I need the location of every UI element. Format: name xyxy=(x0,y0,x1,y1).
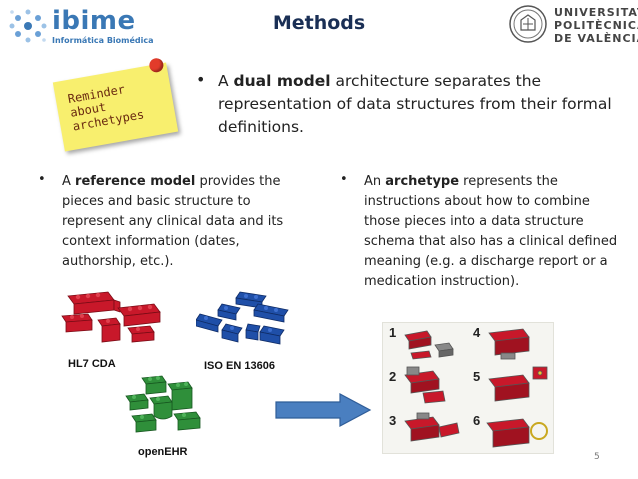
dual-model-text: A dual model architecture separates the … xyxy=(218,70,618,139)
bullet-icon: • xyxy=(340,172,348,187)
logo-name: ibime xyxy=(52,6,136,36)
text-pre: A xyxy=(218,72,234,90)
archetype-text: An archetype represents the instructions… xyxy=(364,172,619,292)
step-number: 2 xyxy=(389,369,397,384)
sticky-note-text: Reminder about archetypes xyxy=(67,80,145,133)
slide-number: 5 xyxy=(594,452,600,462)
iso-en-13606-label: ISO EN 13606 xyxy=(204,360,275,372)
step-number: 6 xyxy=(473,413,481,428)
ibime-dots-icon xyxy=(9,9,47,43)
right-arrow-icon xyxy=(275,393,372,427)
hl7-cda-label: HL7 CDA xyxy=(68,358,116,370)
logo-subtitle: Informática Biomédica xyxy=(52,36,154,45)
green-lego-pieces-image xyxy=(125,375,201,433)
university-line-1: UNIVERSITAT xyxy=(554,6,638,19)
text-post: represents the instructions about how to… xyxy=(364,174,618,289)
instruction-steps-drawing xyxy=(404,328,548,448)
text-bold: archetype xyxy=(385,174,460,189)
bullet-icon: • xyxy=(196,70,206,89)
text-bold: dual model xyxy=(233,72,331,90)
university-line-3: DE VALÈNCIA xyxy=(554,32,638,45)
bullet-icon: • xyxy=(38,172,46,187)
text-post: provides the pieces and basic structure … xyxy=(62,174,284,269)
blue-lego-pieces-image xyxy=(196,291,289,345)
pushpin-icon xyxy=(148,57,165,74)
reference-model-text: A reference model provides the pieces an… xyxy=(62,172,312,272)
step-number: 3 xyxy=(389,413,397,428)
text-pre: An xyxy=(364,174,386,189)
upv-logo: UNIVERSITAT POLITÈCNICA DE VALÈNCIA xyxy=(508,4,638,46)
lego-instructions-image: 1 2 3 4 5 6 xyxy=(382,322,554,454)
university-line-2: POLITÈCNICA xyxy=(554,19,638,32)
step-number: 5 xyxy=(473,369,481,384)
step-number: 4 xyxy=(473,325,481,340)
ibime-logo: ibime Informática Biomédica xyxy=(8,6,158,48)
red-lego-pieces-image xyxy=(61,291,161,343)
university-seal-icon xyxy=(509,5,547,43)
text-post: architecture separates the representatio… xyxy=(218,72,612,136)
text-pre: A xyxy=(62,174,76,189)
step-number: 1 xyxy=(389,325,397,340)
openehr-label: openEHR xyxy=(138,446,188,458)
reminder-sticky-note: Reminder about archetypes xyxy=(52,57,179,152)
text-bold: reference model xyxy=(75,174,196,189)
page-title: Methods xyxy=(272,12,366,34)
